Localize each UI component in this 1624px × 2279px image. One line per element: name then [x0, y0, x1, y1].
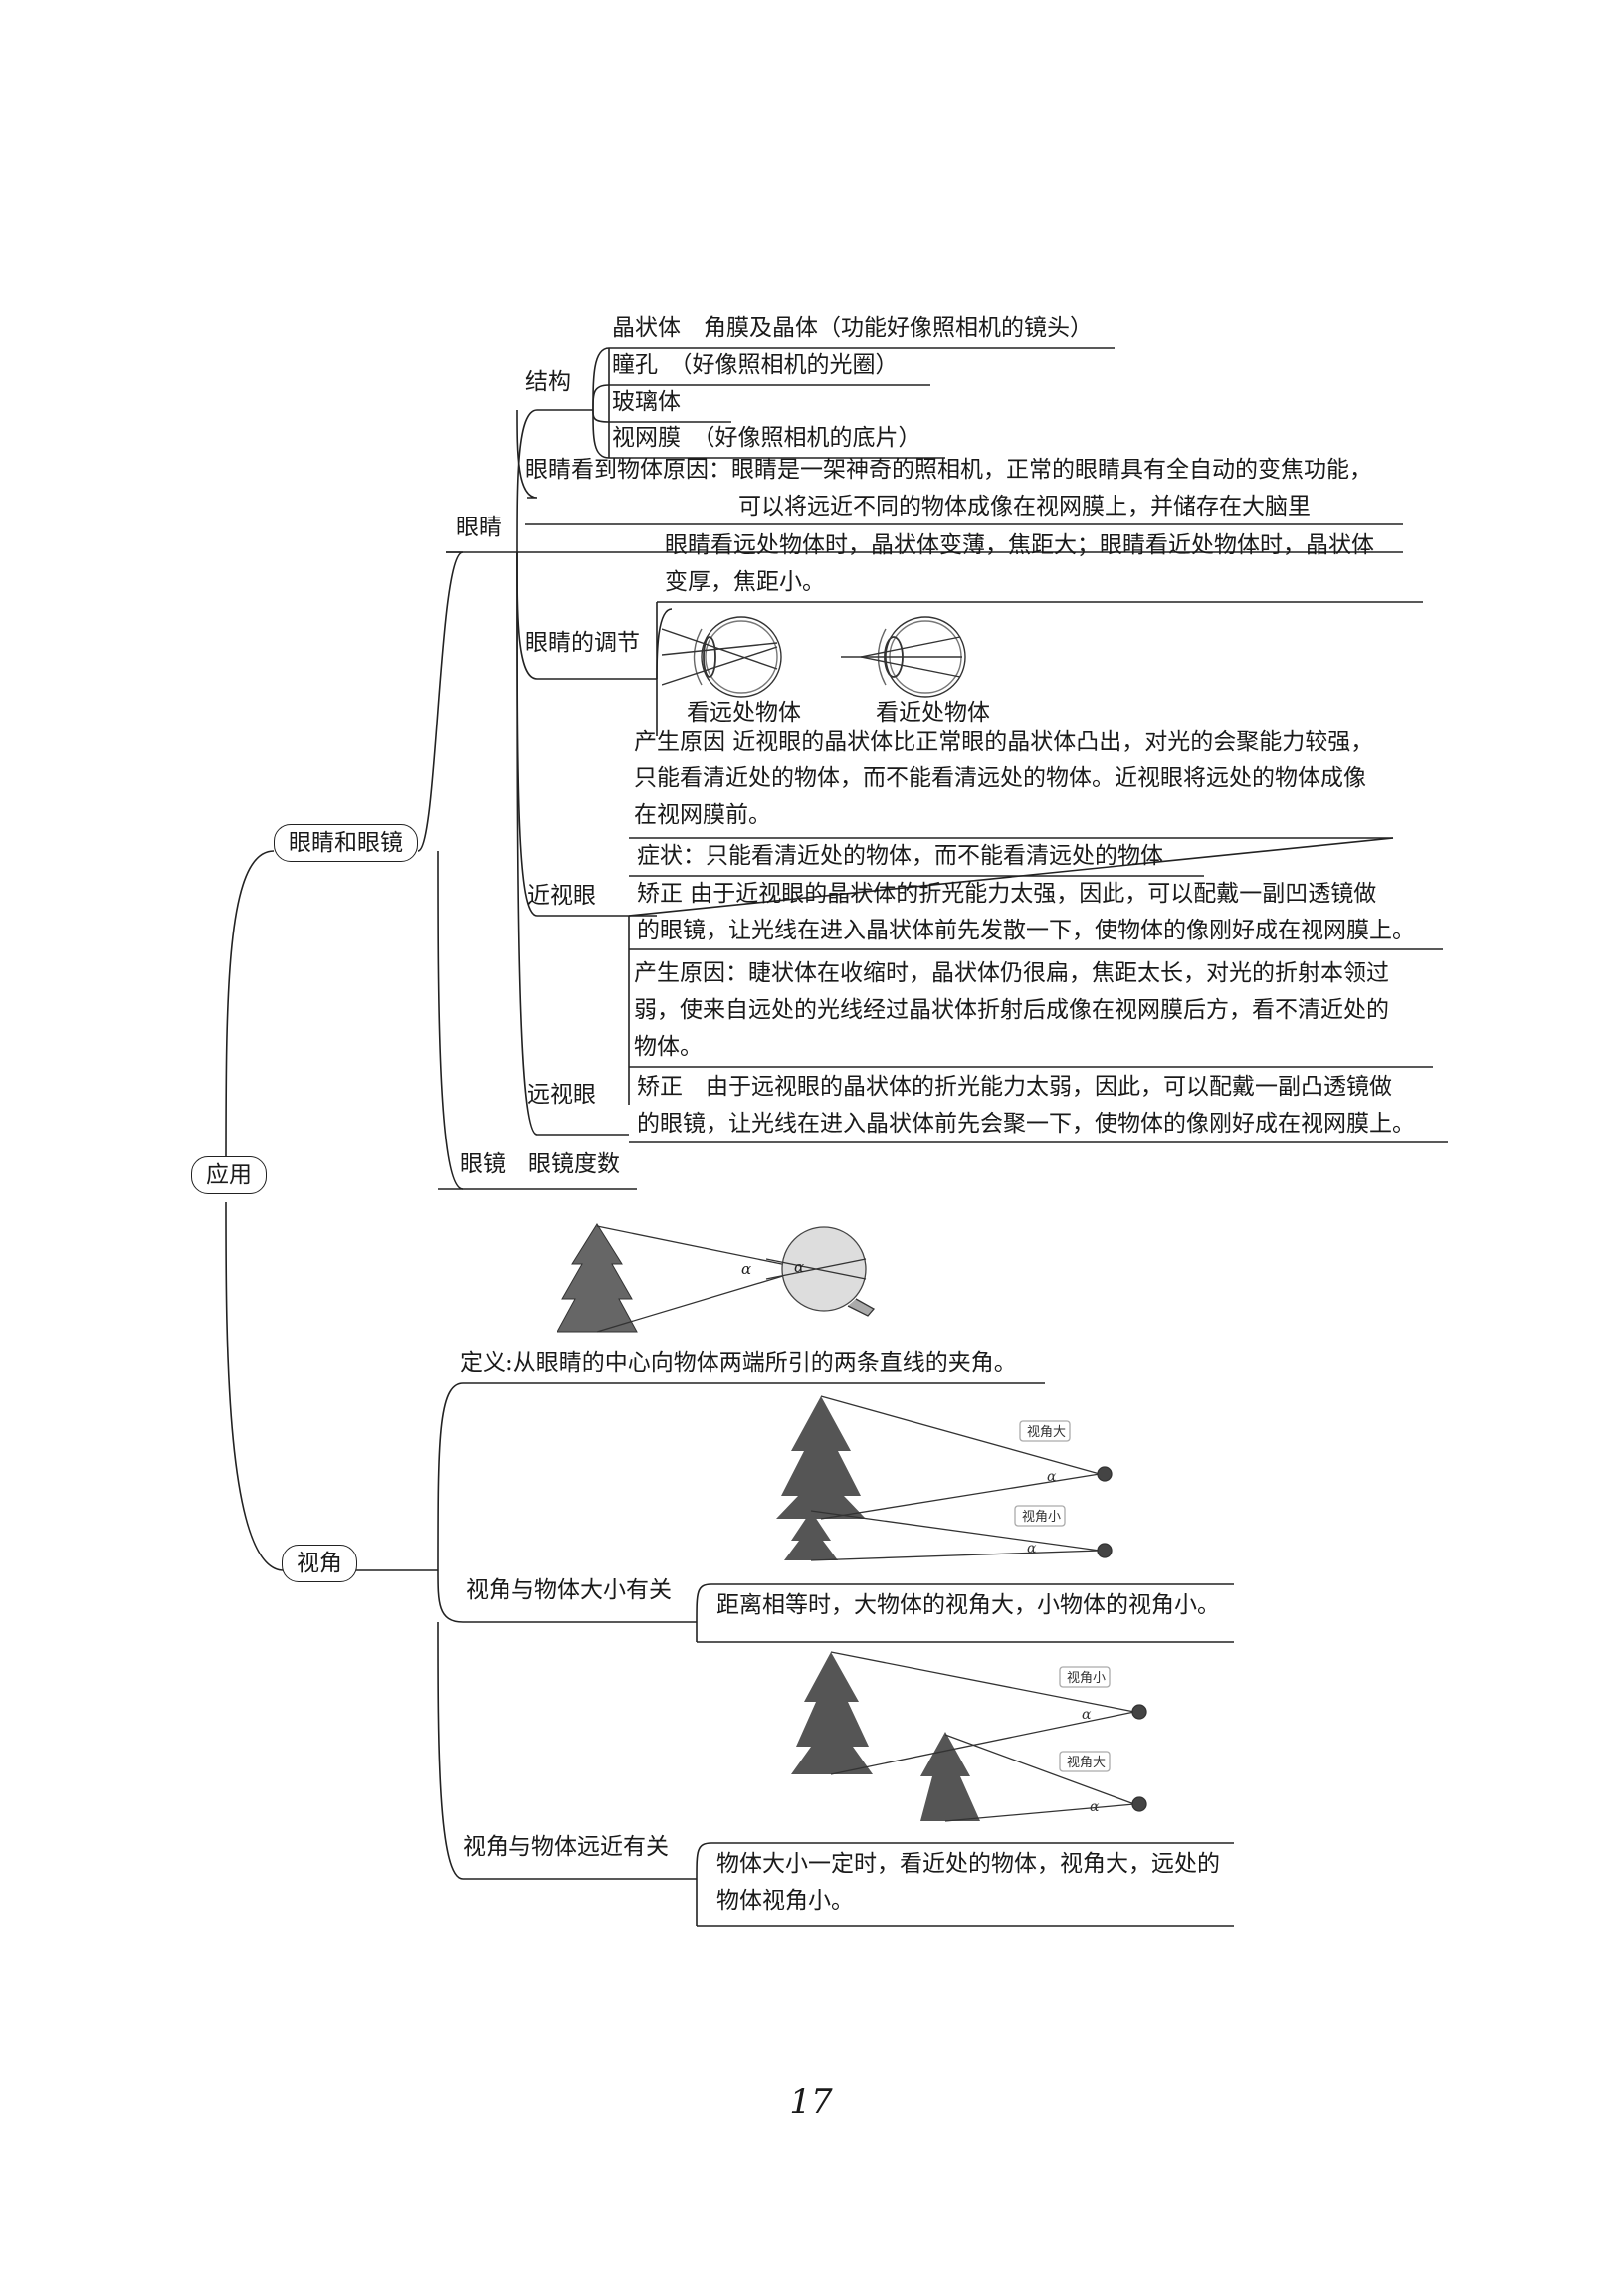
angle-distance-illustration: 视角小 视角大 α α: [791, 1651, 1147, 1822]
size-text: 距离相等时，大物体的视角大，小物体的视角小。: [716, 1592, 1220, 1618]
adjust-line1: 眼睛看远处物体时，晶状体变薄，焦距大；眼睛看近处物体时，晶状体: [665, 532, 1374, 558]
fig-near-caption: 看近处物体: [876, 700, 990, 725]
distance-line1: 物体大小一定时，看近处的物体，视角大，远处的: [716, 1851, 1220, 1877]
adjust-line2: 变厚，焦距小。: [665, 569, 825, 595]
eye-title: 眼睛: [456, 515, 502, 540]
eye-reason-line1: 眼睛看到物体原因：眼睛是一架神奇的照相机，正常的眼睛具有全自动的变焦功能，: [525, 457, 1372, 483]
structure-item-vitreous: 玻璃体: [612, 389, 681, 415]
glasses-item: 眼镜 眼镜度数: [460, 1151, 620, 1177]
distance-line2: 物体视角小。: [716, 1888, 854, 1914]
structure-title: 结构: [525, 369, 571, 395]
definition: 定义:从眼睛的中心向物体两端所引的两条直线的夹角。: [460, 1350, 1017, 1376]
branch-visual-angle: 视角: [282, 1545, 357, 1582]
tag-small-2: 视角小: [1067, 1671, 1106, 1686]
hyperopia-fix-line1: 矫正 由于远视眼的晶状体的折光能力太弱，因此，可以配戴一副凸透镜做: [637, 1074, 1392, 1100]
alpha-size-small: α: [1027, 1541, 1037, 1556]
alpha-dist-far: α: [1082, 1707, 1092, 1723]
alpha-label-2: α: [794, 1258, 804, 1276]
eye-focus-illustration: [662, 616, 966, 698]
myopia-fix-line2: 的眼镜，让光线在进入晶状体前先发散一下，使物体的像刚好成在视网膜上。: [637, 918, 1415, 943]
visual-angle-illustration: α α: [557, 1223, 876, 1333]
hyperopia-fix-line2: 的眼镜，让光线在进入晶状体前先会聚一下，使物体的像刚好成在视网膜上。: [637, 1111, 1415, 1137]
structure-item-retina: 视网膜 （好像照相机的底片）: [612, 425, 921, 451]
alpha-dist-near: α: [1090, 1799, 1100, 1815]
hyperopia-cause-line2: 弱，使来自远处的光线经过晶状体折射后成像在视网膜后方，看不清近处的: [634, 997, 1389, 1023]
structure-item-lens: 晶状体 角膜及晶体（功能好像照相机的镜头）: [612, 315, 1093, 341]
tag-big-1: 视角大: [1027, 1425, 1066, 1440]
alpha-size-big: α: [1047, 1469, 1057, 1485]
hyperopia-cause-line1: 产生原因：睫状体在收缩时，晶状体仍很扁，焦距太长，对光的折射本领过: [634, 960, 1389, 986]
root-node: 应用: [191, 1156, 267, 1194]
myopia-cause-line3: 在视网膜前。: [634, 802, 771, 828]
distance-title: 视角与物体远近有关: [463, 1834, 669, 1860]
branch-eyes-and-glasses: 眼睛和眼镜: [274, 824, 418, 862]
myopia-fix-line1: 矫正 由于近视眼的晶状体的折光能力太强，因此，可以配戴一副凹透镜做: [637, 881, 1377, 907]
structure-item-pupil: 瞳孔 （好像照相机的光圈）: [612, 352, 899, 378]
myopia-cause-line2: 只能看清近处的物体，而不能看清远处的物体。近视眼将远处的物体成像: [634, 765, 1366, 791]
page-number: 17: [789, 2082, 833, 2122]
myopia-symptom: 症状：只能看清近处的物体，而不能看清远处的物体: [637, 843, 1163, 869]
myopia-cause-line1: 产生原因 近视眼的晶状体比正常眼的晶状体凸出，对光的会聚能力较强，: [634, 729, 1374, 755]
adjust-title: 眼睛的调节: [525, 630, 640, 656]
size-title: 视角与物体大小有关: [466, 1577, 672, 1603]
hyperopia-cause-line3: 物体。: [634, 1034, 703, 1060]
angle-size-illustration: 视角大 视角小 α α: [776, 1395, 1113, 1561]
eye-reason-line2: 可以将远近不同的物体成像在视网膜上，并储存在大脑里: [738, 494, 1311, 519]
tag-big-2: 视角大: [1067, 1756, 1106, 1770]
fig-far-caption: 看远处物体: [687, 700, 801, 725]
myopia-title: 近视眼: [527, 883, 596, 909]
hyperopia-title: 远视眼: [527, 1082, 596, 1108]
alpha-label: α: [741, 1260, 751, 1278]
tag-small-1: 视角小: [1022, 1510, 1061, 1525]
